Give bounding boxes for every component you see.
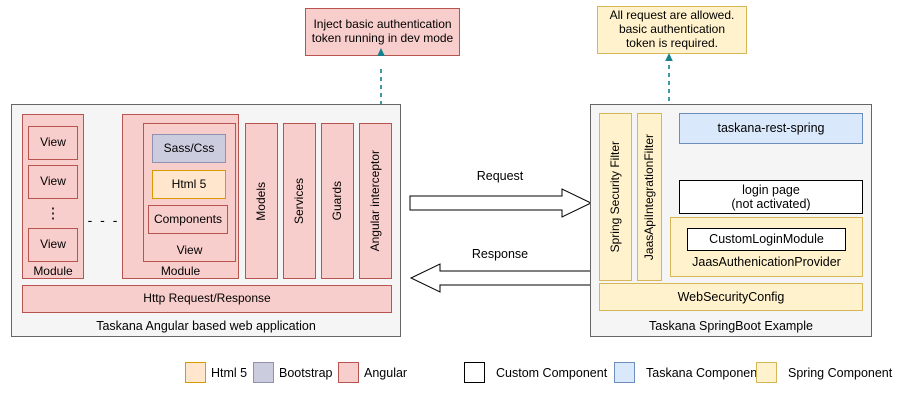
- callout-inject-token-text: Inject basic authentication token runnin…: [311, 17, 454, 45]
- module-left-view-2: View: [28, 165, 78, 199]
- connector-left-dashed: [377, 48, 385, 105]
- column-guards: Guards: [321, 123, 354, 279]
- legend-swatch-taskana-component: [614, 362, 635, 383]
- jaas-api-integration-filter: JaasApiIntegrationFilter: [637, 113, 662, 281]
- sass-css-box: Sass/Css: [152, 134, 226, 163]
- module-right-label: Module: [160, 263, 201, 278]
- legend-item-html5: Html 5: [185, 362, 247, 383]
- legend-swatch-angular: [338, 362, 359, 383]
- column-angular-interceptor: Angular interceptor: [359, 123, 392, 279]
- legend-label-taskana-component: Taskana Component: [646, 365, 761, 380]
- legend-label-bootstrap: Bootstrap: [279, 365, 333, 380]
- login-page-line1: login page: [742, 182, 800, 197]
- legend-item-spring-component: Spring Component: [756, 362, 892, 383]
- view-label: View: [40, 135, 66, 150]
- legend-label-html5: Html 5: [211, 365, 248, 380]
- legend-item-angular: Angular: [338, 362, 407, 383]
- legend-label-angular: Angular: [364, 365, 408, 380]
- legend-swatch-html5: [185, 362, 206, 383]
- login-page-line2: (not activated): [731, 197, 811, 211]
- request-arrow-label: Request: [476, 168, 524, 183]
- legend-item-bootstrap: Bootstrap: [253, 362, 333, 383]
- column-services: Services: [283, 123, 316, 279]
- jaas-authentication-provider-label: JaasAuthenicationProvider: [692, 255, 841, 270]
- legend-swatch-spring-component: [756, 362, 777, 383]
- html5-box: Html 5: [152, 170, 226, 199]
- callout-all-requests-allowed: All request are allowed. basic authentic…: [597, 6, 747, 54]
- module-left-label: Module: [33, 263, 73, 278]
- client-panel-caption: Taskana Angular based web application: [96, 318, 316, 333]
- column-models: Models: [245, 123, 278, 279]
- module-left-vertical-ellipsis: ⋮: [45, 205, 61, 222]
- web-security-config-box: WebSecurityConfig: [599, 283, 863, 311]
- view-label: View: [40, 237, 66, 252]
- server-panel-caption: Taskana SpringBoot Example: [649, 318, 813, 333]
- callout-all-requests-allowed-text: All request are allowed. basic authentic…: [609, 8, 735, 50]
- legend-label-spring-component: Spring Component: [788, 365, 893, 380]
- modules-separator-dashes: - - -: [87, 211, 120, 228]
- response-arrow-icon: [409, 263, 593, 293]
- view-label: View: [40, 174, 66, 189]
- custom-login-module-box: CustomLoginModule: [687, 228, 846, 251]
- components-box: Components: [148, 205, 228, 234]
- callout-inject-token: Inject basic authentication token runnin…: [305, 8, 460, 56]
- spring-security-filter: Spring Security Filter: [599, 113, 632, 281]
- legend-swatch-custom-component: [464, 362, 485, 383]
- request-arrow-icon: [409, 188, 593, 218]
- login-page-box: login page (not activated): [679, 180, 863, 214]
- module-right-view-label: View: [176, 242, 203, 257]
- module-left-view-3: View: [28, 228, 78, 262]
- legend-item-custom-component: Custom Component: [464, 362, 607, 383]
- http-request-response-bar: Http Request/Response: [22, 285, 392, 313]
- connector-right-dashed: [665, 53, 673, 301]
- legend-item-taskana-component: Taskana Component: [614, 362, 761, 383]
- legend-label-custom-component: Custom Component: [496, 365, 608, 380]
- response-arrow-label: Response: [471, 246, 529, 261]
- module-left-view-1: View: [28, 126, 78, 160]
- taskana-rest-spring-box: taskana-rest-spring: [679, 113, 863, 144]
- legend-swatch-bootstrap: [253, 362, 274, 383]
